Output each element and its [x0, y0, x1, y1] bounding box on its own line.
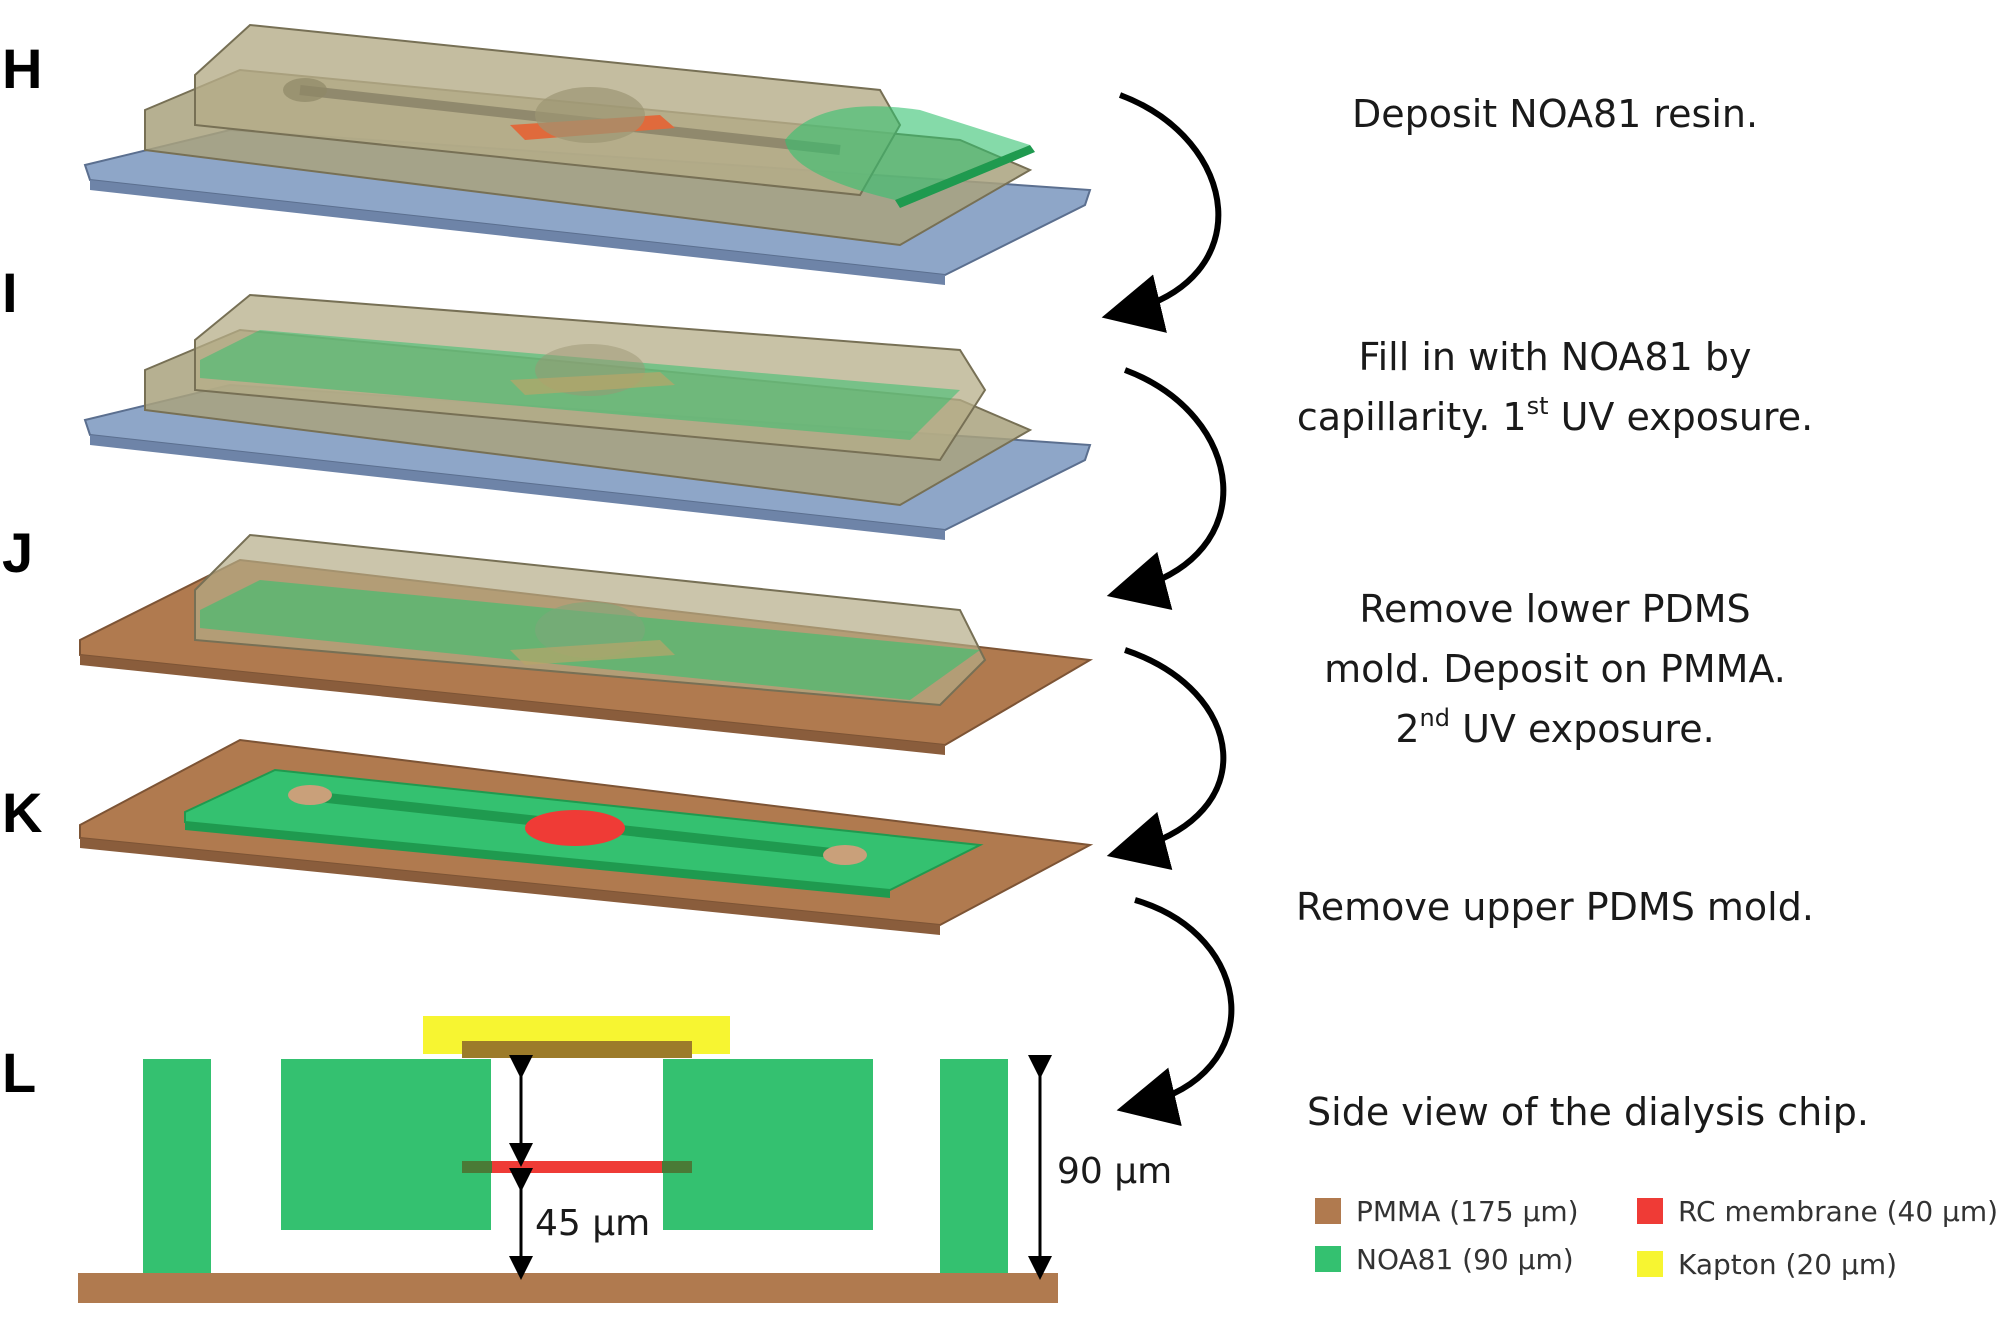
legend-label-membrane: RC membrane (40 µm) — [1678, 1195, 1998, 1228]
panel-i-illustration — [83, 293, 1092, 540]
dimension-45um: 45 µm — [535, 1203, 650, 1244]
legend-label-kapton: Kapton (20 µm) — [1678, 1248, 1897, 1281]
panel-l-side-view: 45 µm 90 µm — [78, 1016, 1172, 1303]
step-k-text: Remove upper PDMS mold. — [1296, 885, 1814, 929]
panel-h-illustration — [83, 23, 1092, 285]
arrow-k-to-l — [1116, 897, 1235, 1127]
legend-swatch-pmma — [1315, 1198, 1341, 1224]
noa81-right-block — [663, 1059, 873, 1230]
dimension-90um: 90 µm — [1057, 1151, 1172, 1192]
step-l-text: Side view of the dialysis chip. — [1307, 1090, 1869, 1134]
step-j-line2: mold. Deposit on PMMA. — [1324, 647, 1786, 691]
membrane-side — [462, 1161, 692, 1173]
arrow-h-to-i — [1101, 92, 1222, 333]
noa81-left-block — [281, 1059, 491, 1230]
legend-swatch-membrane — [1637, 1198, 1663, 1224]
panel-letter-i: I — [2, 261, 18, 324]
arrow-i-to-j — [1106, 367, 1227, 610]
legend-swatch-noa81 — [1315, 1246, 1341, 1272]
arrow-j-to-k — [1106, 647, 1227, 870]
legend: PMMA (175 µm) RC membrane (40 µm) NOA81 … — [1315, 1195, 1998, 1281]
step-j-line3: 2nd UV exposure. — [1395, 704, 1714, 751]
pmma-base — [78, 1273, 1058, 1303]
pmma-top — [462, 1041, 692, 1058]
step-j-line1: Remove lower PDMS — [1359, 587, 1750, 631]
rc-membrane-exposed — [525, 810, 625, 846]
step-i-line2: capillarity. 1st UV exposure. — [1297, 392, 1813, 439]
panel-k-illustration — [79, 738, 1094, 935]
step-h-text: Deposit NOA81 resin. — [1352, 92, 1758, 136]
noa81-resin-drop — [785, 106, 1030, 200]
panel-j-illustration — [79, 533, 1094, 755]
step-i-line1: Fill in with NOA81 by — [1359, 335, 1752, 379]
panel-letter-l: L — [2, 1041, 36, 1104]
panel-letter-k: K — [2, 781, 42, 844]
noa81-left-wall — [143, 1059, 211, 1273]
process-arrows — [1101, 92, 1235, 1127]
legend-label-pmma: PMMA (175 µm) — [1356, 1195, 1579, 1228]
legend-swatch-kapton — [1637, 1251, 1663, 1277]
legend-label-noa81: NOA81 (90 µm) — [1356, 1243, 1574, 1276]
panel-letter-j: J — [2, 521, 33, 584]
noa81-right-wall — [940, 1059, 1008, 1273]
panel-letter-h: H — [2, 37, 42, 100]
